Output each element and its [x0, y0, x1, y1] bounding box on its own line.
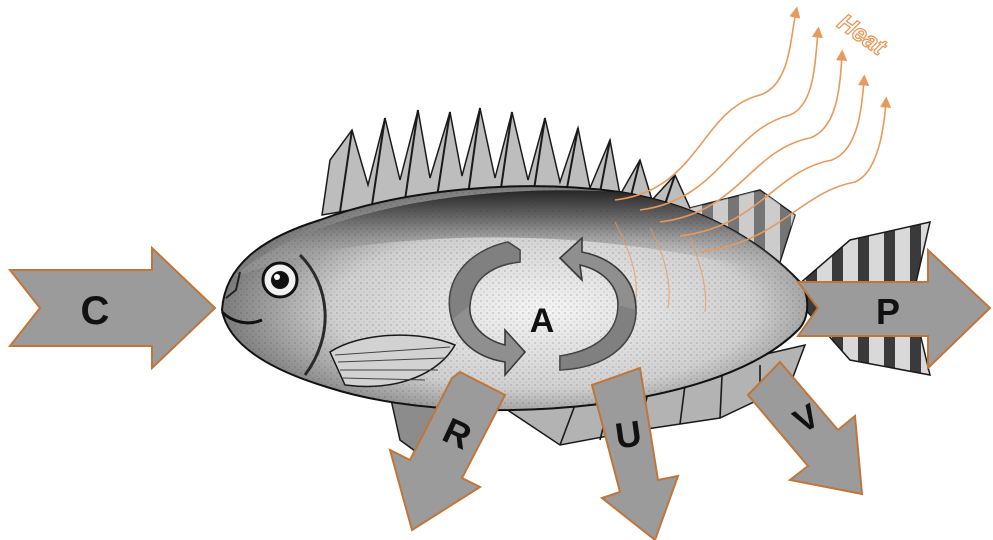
assimilation-label: A: [530, 302, 555, 340]
production-label: P: [876, 291, 900, 332]
consumption-arrow: C: [10, 248, 215, 368]
egestion-arrow: V: [748, 362, 862, 494]
heat-label: Heat: [833, 9, 892, 62]
consumption-label: C: [81, 289, 110, 333]
